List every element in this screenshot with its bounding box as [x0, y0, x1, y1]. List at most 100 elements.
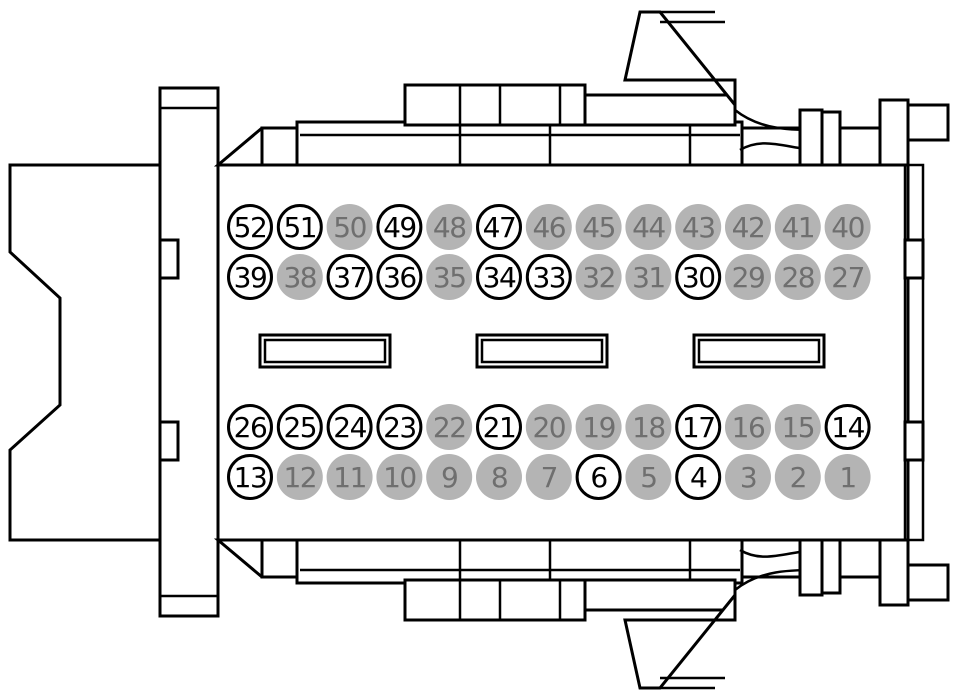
- pin-36-cavity: [376, 254, 423, 300]
- top-shroud: [213, 10, 950, 167]
- pin-1-cavity: [824, 454, 871, 500]
- pin-29-cavity: [725, 254, 771, 300]
- pin-38-cavity: [276, 254, 323, 300]
- pin-30-cavity: [675, 254, 722, 300]
- pin-40-cavity: [824, 204, 871, 250]
- pin-8-label: 8: [491, 461, 507, 494]
- left-plug-outline: [8, 163, 162, 542]
- pin-32-label: 32: [582, 261, 615, 294]
- pin-33-label: 33: [532, 261, 565, 294]
- pin-32-cavity: [575, 254, 622, 300]
- pin-47-label: 47: [483, 211, 516, 244]
- pin-44-cavity: [625, 204, 672, 250]
- pin-3-label: 3: [740, 461, 756, 494]
- pin-13-cavity: [227, 454, 273, 500]
- pin-20-label: 20: [532, 411, 565, 444]
- pin-14-label: 14: [831, 411, 864, 444]
- pin-31-cavity: [625, 254, 672, 300]
- pin-12-cavity: [276, 454, 323, 500]
- pin-48-label: 48: [433, 211, 466, 244]
- left-flange: [158, 86, 220, 618]
- pin-41-label: 41: [781, 211, 814, 244]
- pin-2-label: 2: [790, 461, 806, 494]
- pin-5-label: 5: [640, 461, 656, 494]
- pin-38-label: 38: [283, 261, 316, 294]
- pin-48-cavity: [426, 204, 473, 250]
- pin-16-label: 16: [732, 411, 765, 444]
- right-rail: [903, 163, 925, 542]
- pin-44-label: 44: [632, 211, 665, 244]
- pin-9-label: 9: [441, 461, 457, 494]
- pin-21-label: 21: [483, 411, 516, 444]
- pin-15-cavity: [774, 404, 821, 450]
- pin-29-label: 29: [732, 261, 765, 294]
- pin-51-cavity: [276, 204, 323, 250]
- pin-17-cavity: [675, 404, 722, 450]
- pin-47-cavity: [476, 204, 522, 250]
- pin-13-label: 13: [234, 461, 267, 494]
- pin-22-cavity: [426, 404, 473, 450]
- pin-11-label: 11: [333, 461, 366, 494]
- pin-42-label: 42: [732, 211, 765, 244]
- pin-28-cavity: [774, 254, 821, 300]
- pin-6-cavity: [575, 454, 622, 500]
- pin-27-label: 27: [831, 261, 864, 294]
- pin-19-label: 19: [582, 411, 615, 444]
- pin-41-cavity: [774, 204, 821, 250]
- pin-30-label: 30: [682, 261, 715, 294]
- pin-50-cavity: [326, 204, 373, 250]
- pin-51-label: 51: [283, 211, 316, 244]
- pin-23-label: 23: [383, 411, 416, 444]
- pin-37-label: 37: [333, 261, 366, 294]
- bottom-shroud: [213, 538, 950, 690]
- pin-10-cavity: [376, 454, 423, 500]
- pin-52-cavity: [227, 204, 273, 250]
- pin-35-cavity: [426, 254, 473, 300]
- pin-24-cavity: [326, 404, 373, 450]
- pin-26-cavity: [227, 404, 273, 450]
- pin-19-cavity: [575, 404, 622, 450]
- pin-39-cavity: [227, 254, 273, 300]
- pin-46-cavity: [525, 204, 572, 250]
- pin-9-cavity: [426, 454, 473, 500]
- pin-50-label: 50: [333, 211, 366, 244]
- pin-22-label: 22: [433, 411, 466, 444]
- pin-11-cavity: [326, 454, 373, 500]
- pin-35-label: 35: [433, 261, 466, 294]
- pin-5-cavity: [625, 454, 672, 500]
- pin-42-cavity: [725, 204, 771, 250]
- pin-49-label: 49: [383, 211, 416, 244]
- pin-37-cavity: [326, 254, 373, 300]
- pin-18-label: 18: [632, 411, 665, 444]
- pin-45-label: 45: [582, 211, 615, 244]
- pin-25-cavity: [276, 404, 323, 450]
- pin-21-cavity: [476, 404, 522, 450]
- pin-4-label: 4: [690, 461, 707, 494]
- pin-46-label: 46: [532, 211, 565, 244]
- pin-25-label: 25: [283, 411, 316, 444]
- pin-39-label: 39: [234, 261, 267, 294]
- pin-33-cavity: [525, 254, 572, 300]
- pin-45-cavity: [575, 204, 622, 250]
- pin-34-cavity: [476, 254, 522, 300]
- pin-28-label: 28: [781, 261, 814, 294]
- pin-6-label: 6: [590, 461, 607, 494]
- pin-26-label: 26: [234, 411, 267, 444]
- pin-34-label: 34: [483, 261, 516, 294]
- pin-7-cavity: [525, 454, 572, 500]
- pin-31-label: 31: [632, 261, 665, 294]
- pin-49-cavity: [376, 204, 423, 250]
- pin-1-label: 1: [839, 461, 855, 494]
- left-latch-upper: [158, 238, 180, 280]
- pin-52-label: 52: [234, 211, 267, 244]
- pin-8-cavity: [476, 454, 522, 500]
- pin-17-label: 17: [682, 411, 715, 444]
- pin-15-label: 15: [781, 411, 814, 444]
- left-latch-lower: [158, 420, 180, 462]
- pin-40-label: 40: [831, 211, 864, 244]
- pin-24-label: 24: [333, 411, 366, 444]
- pin-36-label: 36: [383, 261, 416, 294]
